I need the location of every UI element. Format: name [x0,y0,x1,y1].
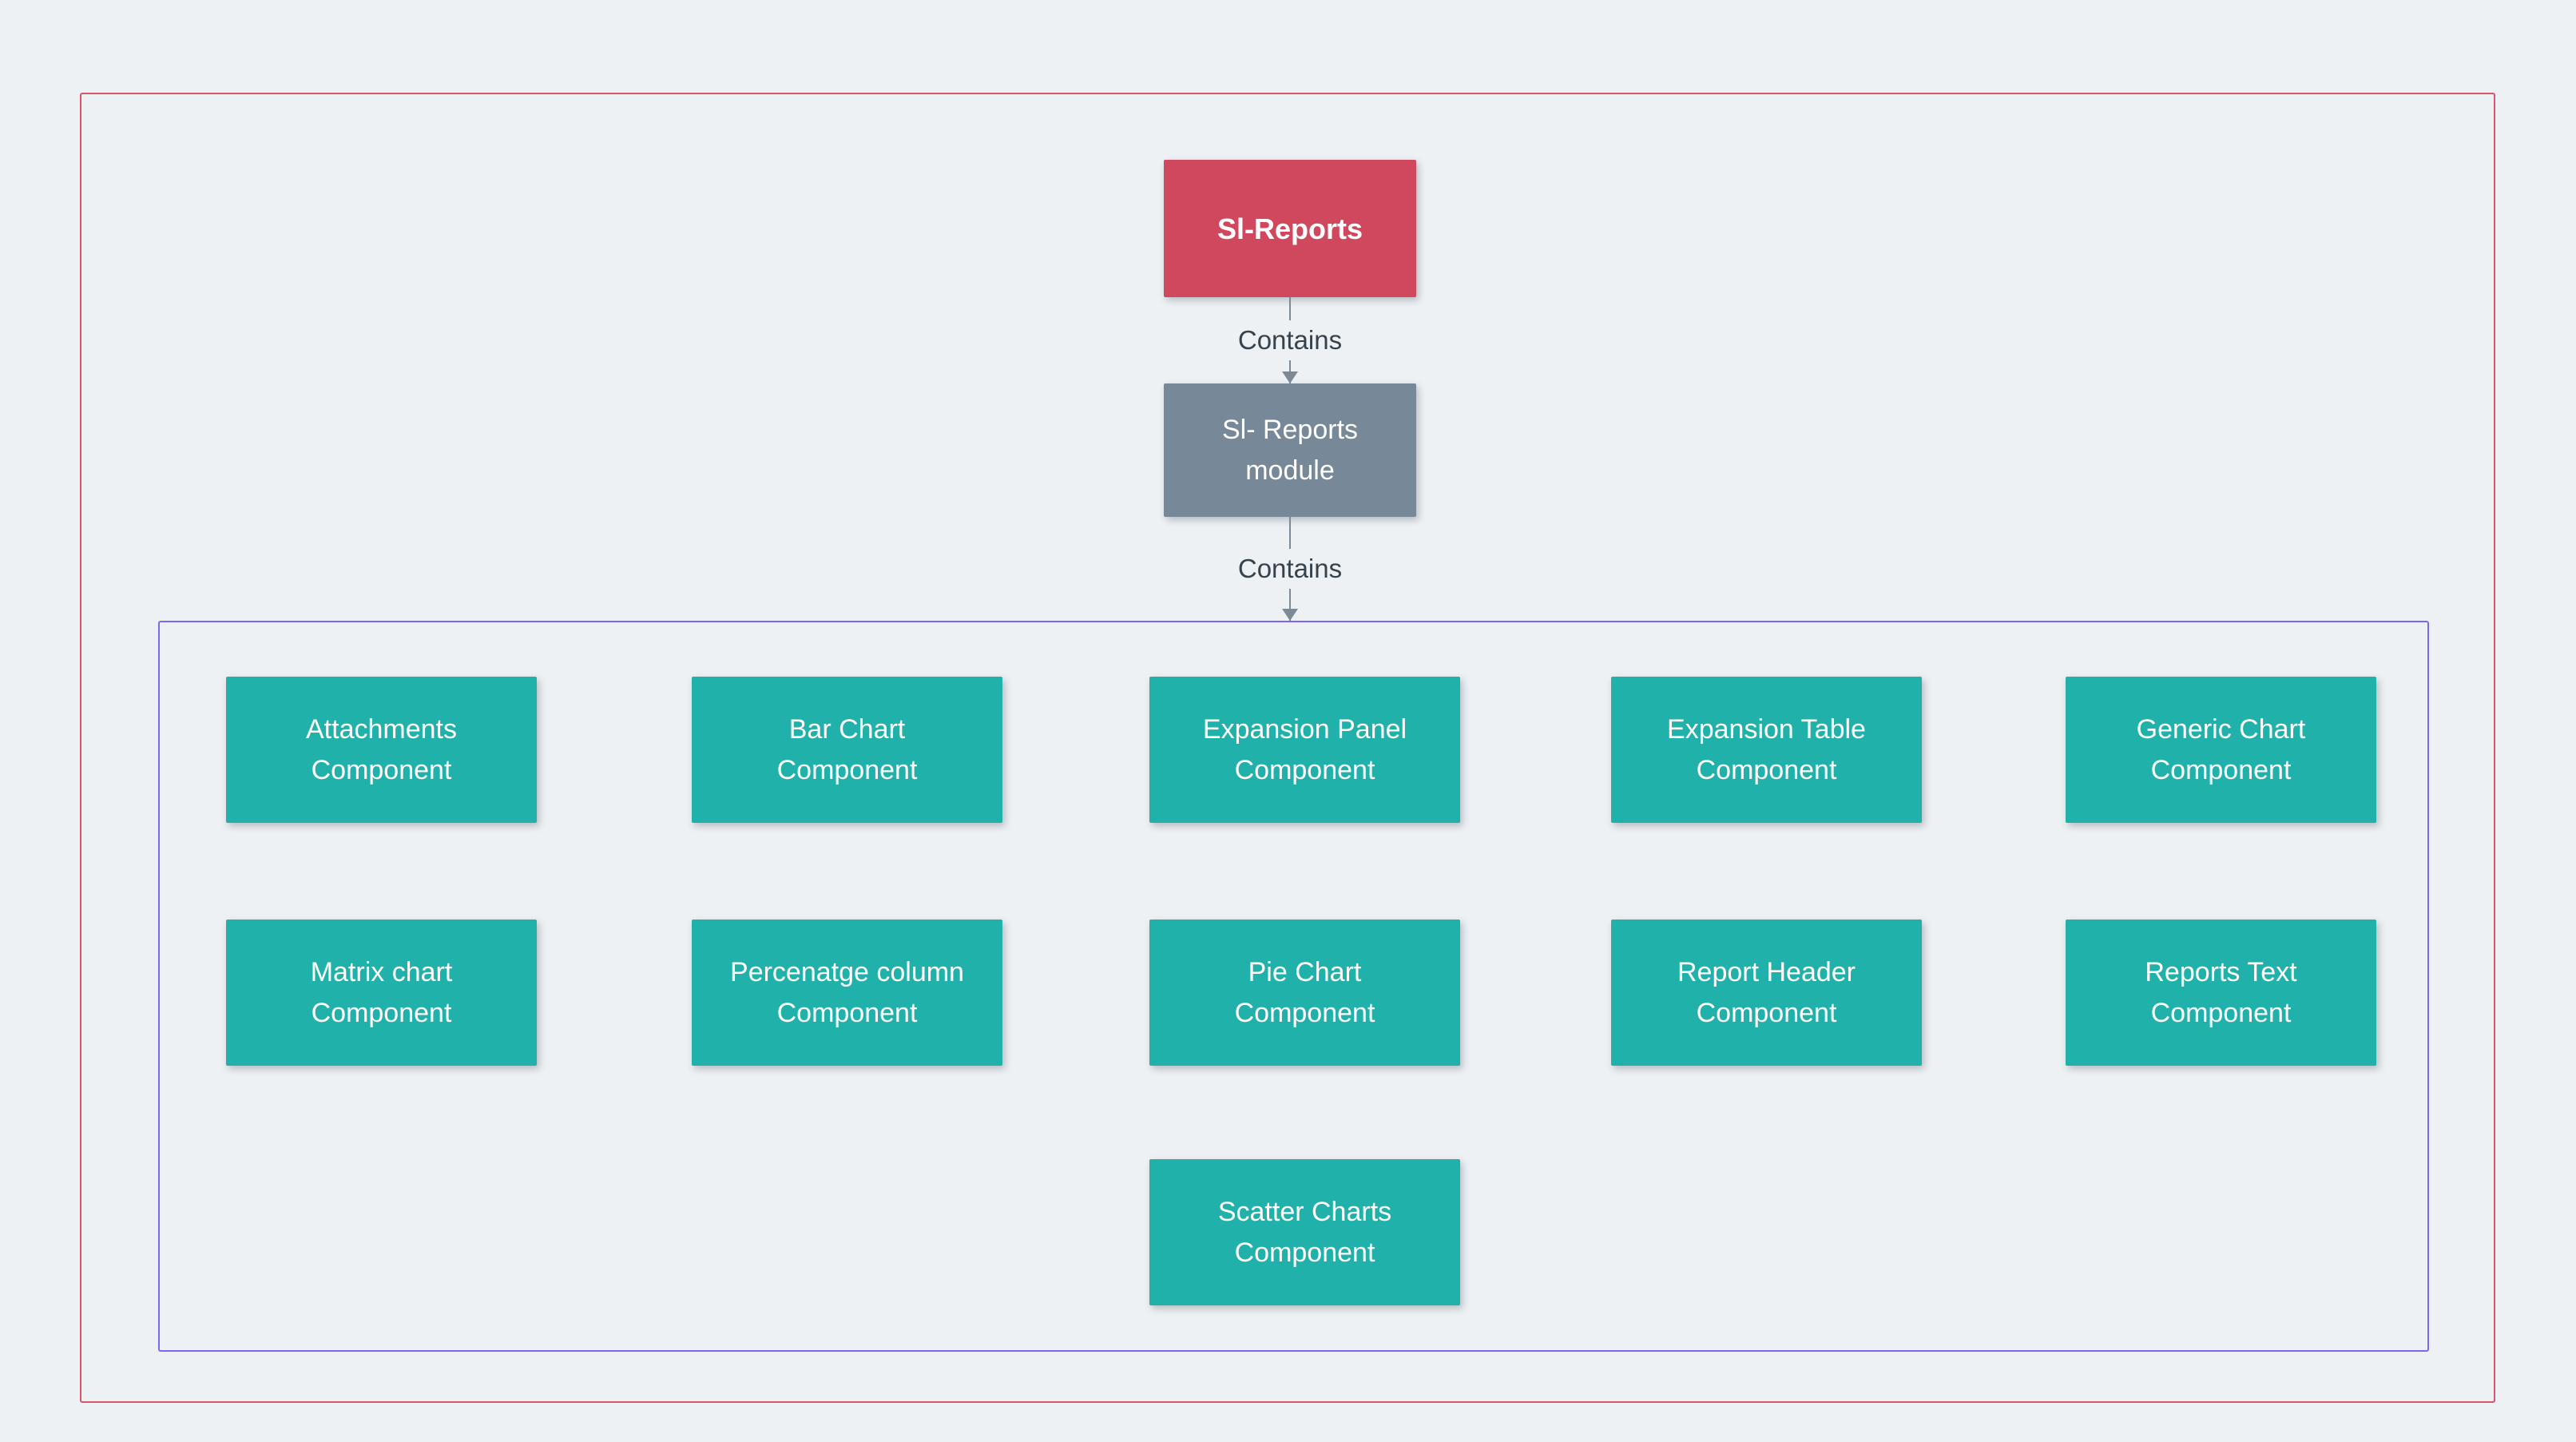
outer-group-frame [80,93,2495,1403]
component-label-line1: Generic Chart [2136,713,2306,745]
components-group-frame [158,621,2429,1352]
component-label-line2: Component [1696,997,1837,1028]
node-percenatge-column-component: Percenatge column Component [692,920,1002,1066]
component-label-line1: Scatter Charts [1217,1196,1392,1227]
component-label-line1: Percenatge column [730,956,964,987]
component-label-line1: Pie Chart [1248,956,1362,987]
node-pie-chart-component: Pie Chart Component [1149,920,1460,1066]
component-label-line2: Component [1696,754,1837,785]
component-label-line2: Component [1234,754,1375,785]
node-matrix-chart-component: Matrix chart Component [226,920,537,1066]
node-attachments-component: Attachments Component [226,677,537,823]
component-label-line1: Matrix chart [310,956,453,987]
node-reports-text-component: Reports Text Component [2066,920,2376,1066]
component-label-line2: Component [776,997,918,1028]
connector-line-top [1289,297,1291,321]
node-generic-chart-component: Generic Chart Component [2066,677,2376,823]
node-expansion-panel-component: Expansion Panel Component [1149,677,1460,823]
component-label-line2: Component [311,997,452,1028]
node-sl-reports: Sl-Reports [1164,160,1416,297]
node-scatter-charts-component: Scatter Charts Component [1149,1159,1460,1305]
component-label-line1: Bar Chart [788,713,906,745]
component-label-line1: Expansion Table [1667,713,1866,745]
connector-contains-label: Contains [1237,554,1343,584]
arrow-down-icon [1289,588,1291,621]
module-label-line1: Sl- Reports [1221,414,1359,445]
component-label-line2: Component [311,754,452,785]
connector-contains-label: Contains [1237,325,1343,356]
component-label-line2: Component [2150,997,2292,1028]
component-label-line2: Component [2150,754,2292,785]
component-label-line1: Reports Text [2145,956,2297,987]
arrow-down-icon [1289,360,1291,383]
node-sl-reports-label: Sl-Reports [1217,212,1363,245]
component-label-line2: Component [1234,997,1375,1028]
node-sl-reports-module: Sl- Reports module [1164,383,1416,517]
component-label-line2: Component [776,754,918,785]
component-label-line1: Report Header [1677,956,1856,987]
connector-line-top [1289,517,1291,550]
component-label-line2: Component [1234,1237,1375,1268]
node-expansion-table-component: Expansion Table Component [1611,677,1922,823]
module-label-line2: module [1245,455,1335,486]
node-bar-chart-component: Bar Chart Component [692,677,1002,823]
component-label-line1: Expansion Panel [1202,713,1407,745]
node-report-header-component: Report Header Component [1611,920,1922,1066]
component-label-line1: Attachments [306,713,457,745]
